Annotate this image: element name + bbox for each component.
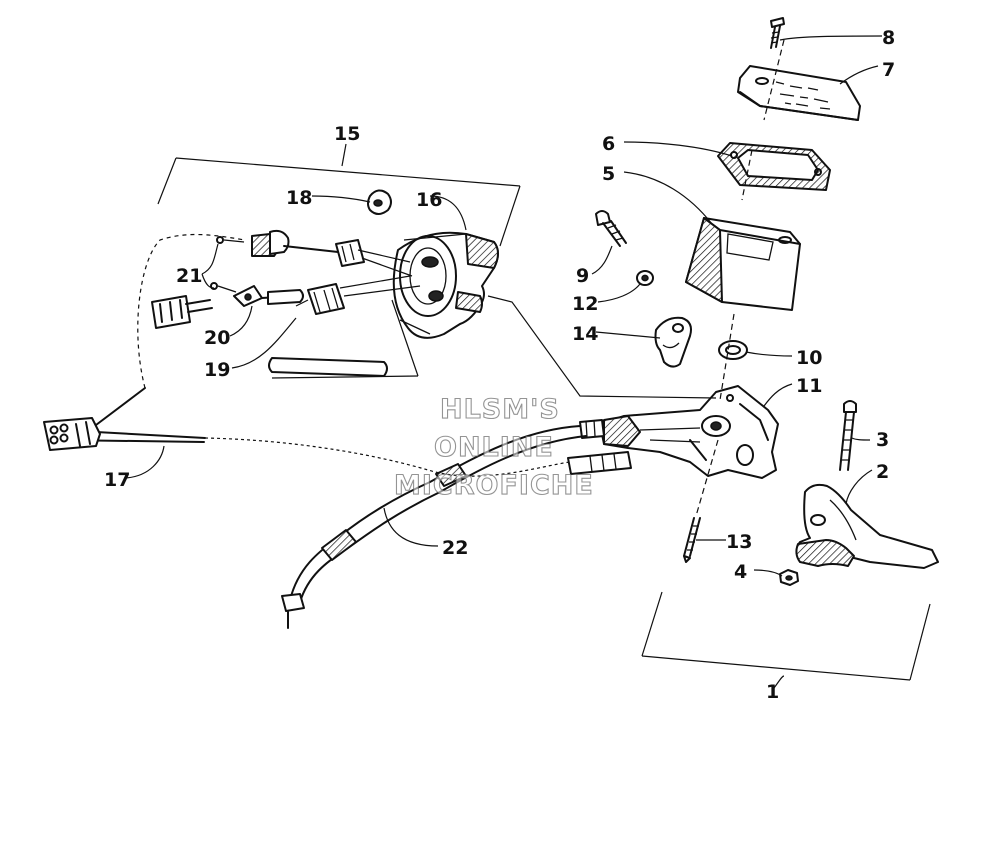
callout-1: 1 <box>766 681 779 703</box>
watermark-line-3: MICROFICHE <box>394 470 594 501</box>
switch-housing-part <box>392 231 499 339</box>
callout-11: 11 <box>796 375 822 397</box>
callout-18: 18 <box>286 187 312 209</box>
callout-21: 21 <box>176 265 202 287</box>
callout-14: 14 <box>572 323 598 345</box>
insulating-sleeve-part <box>268 357 388 377</box>
callout-4: 4 <box>734 561 747 583</box>
callout-7: 7 <box>882 59 895 81</box>
reservoir-cover-part <box>737 65 861 121</box>
pivot-bolt-part <box>839 400 857 471</box>
callout-6: 6 <box>602 133 615 155</box>
cable-connector-part <box>43 417 101 451</box>
assembly-centerline <box>695 39 785 517</box>
callout-5: 5 <box>602 163 615 185</box>
nut-part <box>779 569 799 586</box>
upper-switch-part <box>216 229 413 277</box>
callout-13: 13 <box>726 531 752 553</box>
brake-lever-part <box>795 483 939 569</box>
brake-hose-part <box>281 425 587 629</box>
callout-9: 9 <box>576 265 589 287</box>
callout-numbers: 1 2 3 4 5 6 7 8 9 10 11 12 13 14 15 16 1… <box>104 27 895 703</box>
gasket-part <box>717 142 831 191</box>
callout-15: 15 <box>334 123 360 145</box>
watermark-line-1: HLSM'S <box>440 394 560 425</box>
watermark: HLSM'S ONLINE MICROFICHE <box>393 393 594 501</box>
clamp-part <box>654 316 692 368</box>
lever-assembly-bracket <box>641 591 931 681</box>
switch-wire-lead <box>295 299 309 307</box>
mount-screw-part <box>683 517 701 563</box>
master-cylinder-part <box>599 385 779 479</box>
screw-part <box>595 210 627 247</box>
plug-connector-part <box>151 295 213 329</box>
hose-fitting-part <box>567 419 632 475</box>
callout-2: 2 <box>876 461 889 483</box>
cap-screw-part <box>770 17 785 49</box>
lower-switch-part <box>210 275 421 315</box>
watermark-line-2: ONLINE <box>434 432 554 463</box>
o-ring-part <box>718 340 748 360</box>
callout-leaders <box>125 35 883 689</box>
switch-assembly-bracket <box>157 157 521 379</box>
reservoir-part <box>685 217 801 311</box>
callout-17: 17 <box>104 469 130 491</box>
callout-20: 20 <box>204 327 230 349</box>
grommet-part <box>367 189 392 215</box>
callout-3: 3 <box>876 429 889 451</box>
callout-22: 22 <box>442 537 468 559</box>
callout-16: 16 <box>416 189 442 211</box>
washer-part <box>636 270 654 286</box>
callout-8: 8 <box>882 27 895 49</box>
harness-leader <box>487 295 717 399</box>
callout-12: 12 <box>572 293 598 315</box>
callout-19: 19 <box>204 359 230 381</box>
callout-10: 10 <box>796 347 822 369</box>
